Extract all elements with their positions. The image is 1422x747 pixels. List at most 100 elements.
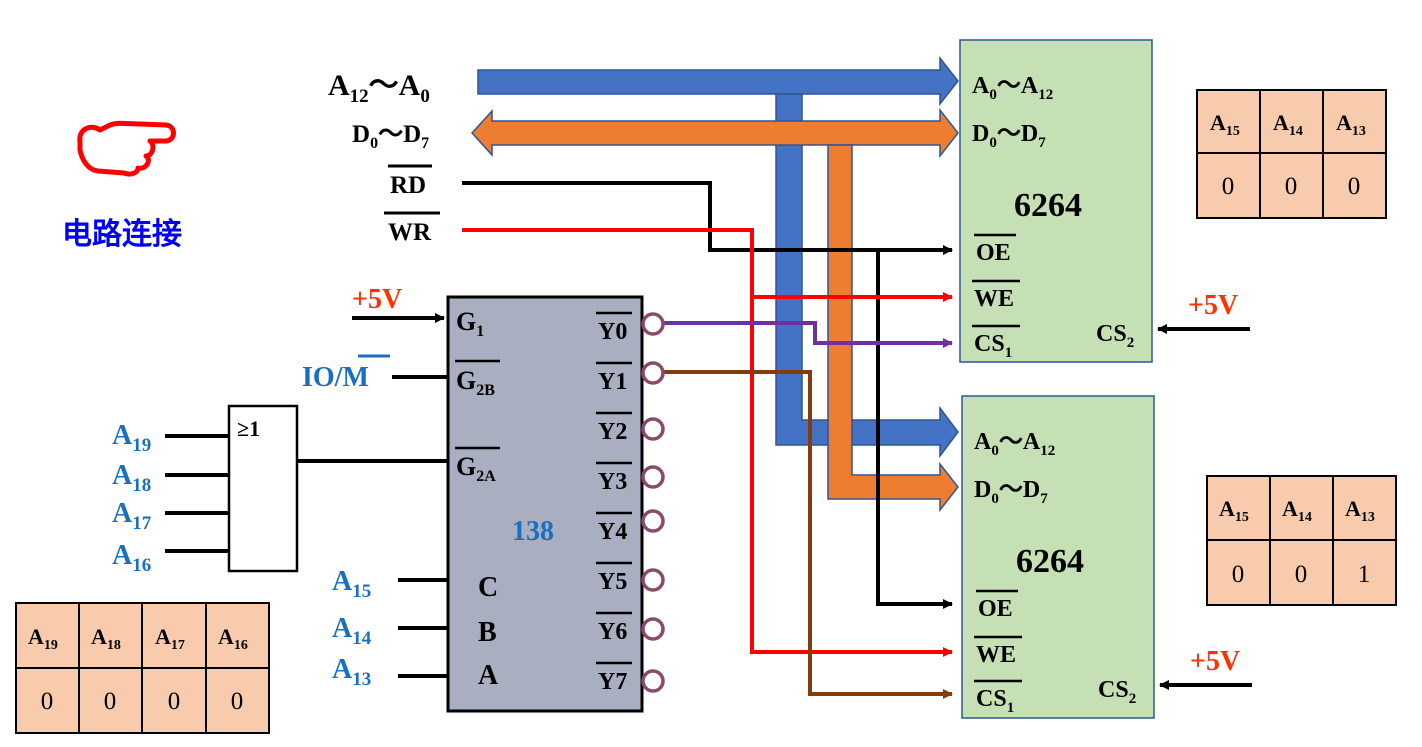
table-cell [1322, 89, 1387, 154]
table-header: A17 [155, 624, 185, 653]
data-bus-branch [827, 144, 959, 513]
output-y7-bubble [641, 669, 665, 693]
table-header: A15 [1210, 110, 1240, 139]
data-bus-label: D0～D7 [352, 121, 429, 152]
chip2-oe-label: OE [978, 596, 1013, 622]
decoder-vcc-label: +5V [352, 284, 402, 315]
y0-line [663, 321, 953, 348]
page-title: 电路连接 [62, 217, 182, 252]
address-table-high: A19 A18 A17 A16 0 0 0 0 [15, 602, 270, 734]
output-y0-bubble [641, 312, 665, 336]
data-bus-arrow [470, 107, 959, 159]
output-y6-bubble [641, 617, 665, 641]
addr-bus-label: A12～A0 [328, 69, 430, 107]
table-cell [141, 602, 207, 669]
table-cell [141, 667, 207, 734]
left-addr-label-a17: A17 [112, 498, 152, 534]
chip2-data-label: D0～D7 [974, 477, 1048, 507]
table-value: 0 [168, 688, 181, 715]
output-y3-label: Y3 [598, 469, 627, 495]
output-y1-label: Y1 [598, 369, 627, 395]
decoder-c-label: C [478, 572, 498, 603]
chip1-cs2-label: CS2 [1096, 321, 1134, 351]
table-cell [78, 602, 143, 669]
chip2-name: 6264 [1016, 543, 1084, 580]
table-header: A18 [91, 624, 121, 653]
decoder-outputs: Y0 Y1 Y2 Y3 Y4 Y5 Y6 Y7 [596, 311, 665, 695]
output-y4-bubble [641, 509, 665, 533]
output-y0-label: Y0 [598, 319, 627, 345]
table-value: 0 [1232, 561, 1245, 588]
table-value: 0 [104, 688, 117, 715]
table-cell [15, 602, 80, 669]
output-y2-label: Y2 [598, 419, 627, 445]
left-addr-label-a18: A18 [112, 460, 151, 496]
table-cell [78, 667, 143, 734]
decoder-b-label: B [478, 617, 497, 648]
table-cell [1332, 539, 1397, 606]
chip1-vcc-label: +5V [1188, 290, 1238, 321]
chip2-addr-label: A0～A12 [974, 429, 1055, 459]
chip2-cs1-label: CS1 [976, 686, 1014, 716]
output-y2-bubble [641, 417, 665, 441]
y1-line [663, 370, 953, 699]
table-cell [205, 667, 270, 734]
table-cell [1332, 475, 1397, 541]
sel-addr-label-a15: A15 [332, 566, 371, 602]
rd-label: RD [390, 172, 426, 199]
or-gate [227, 404, 299, 573]
or-gate-label: ≥1 [237, 416, 260, 441]
decoder-138 [446, 295, 644, 713]
output-y6-label: Y6 [598, 619, 627, 645]
table-cell [1206, 475, 1271, 541]
chip1-data-label: D0～D7 [972, 121, 1046, 151]
chip2-cs2-label: CS2 [1098, 677, 1136, 707]
table-header: A14 [1282, 496, 1312, 525]
output-y5-bubble [641, 568, 665, 592]
table-cell [1322, 152, 1387, 219]
chip1-oe-label: OE [976, 240, 1011, 266]
table-cell [1196, 152, 1261, 219]
wr-label: WR [388, 219, 432, 246]
memory-chip-1 [959, 39, 1153, 363]
output-y7-label: Y7 [598, 669, 627, 695]
table-header: A13 [1345, 496, 1375, 525]
decoder-name: 138 [512, 516, 554, 547]
chip1-cs1-label: CS1 [974, 331, 1012, 361]
output-y4-label: Y4 [598, 519, 627, 545]
table-value: 0 [1222, 173, 1235, 200]
table-cell [1259, 89, 1324, 154]
iom-label: IO/M [302, 362, 369, 393]
chip1-name: 6264 [1014, 187, 1082, 224]
address-bus-branch [775, 93, 959, 459]
chip1-addr-label: A0～A12 [972, 73, 1053, 103]
decoder-a-label: A [478, 660, 499, 691]
output-y1-bubble [641, 361, 665, 385]
chip2-vcc-label: +5V [1190, 646, 1240, 677]
g2a-label: G2A [456, 452, 496, 485]
chip1-we-label: WE [974, 286, 1014, 312]
table-cell [1269, 475, 1334, 541]
wr-branch-line [750, 297, 953, 657]
table-value: 0 [1295, 561, 1308, 588]
memory-chip-2 [961, 395, 1155, 719]
table-cell [1196, 89, 1261, 154]
sel-addr-label-a14: A14 [332, 613, 372, 649]
sel-addr-label-a13: A13 [332, 654, 371, 690]
wr-line [462, 228, 953, 302]
g1-label: G1 [456, 307, 484, 340]
table-header: A19 [28, 624, 58, 653]
table-cell [1206, 539, 1271, 606]
table-value: 0 [1348, 173, 1361, 200]
table-cell [1269, 539, 1334, 606]
left-addr-label-a19: A19 [112, 420, 151, 456]
table-value: 0 [231, 688, 244, 715]
rd-line [462, 181, 953, 255]
table-header: A14 [1273, 110, 1303, 139]
address-bus-arrow [477, 55, 959, 107]
chip2-we-label: WE [976, 642, 1016, 668]
table-value: 0 [1285, 173, 1298, 200]
table-value: 1 [1358, 561, 1371, 588]
table-value: 0 [41, 688, 54, 715]
